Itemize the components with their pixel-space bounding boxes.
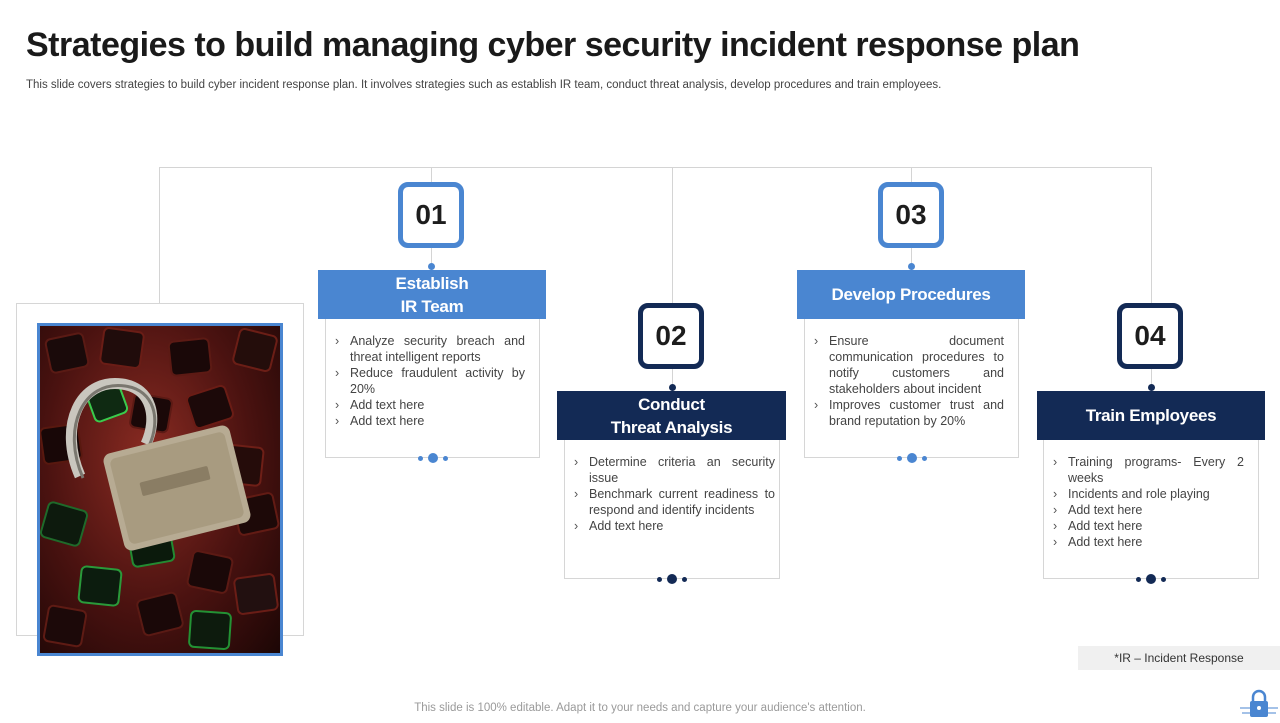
step-4-bullet: Add text here xyxy=(1048,518,1244,534)
step-4-dots xyxy=(1043,573,1259,585)
step-4-stem-dot xyxy=(1148,384,1155,391)
step-3-title-line1: Develop Procedures xyxy=(831,285,991,304)
step-1-stem xyxy=(431,248,432,270)
step-3-title: Develop Procedures xyxy=(797,270,1025,319)
step-2-title: Conduct Threat Analysis xyxy=(557,391,786,440)
step-1-title: Establish IR Team xyxy=(318,270,546,319)
step-3-card: Ensure document communication procedures… xyxy=(804,319,1019,458)
step-2-number: 02 xyxy=(638,303,704,369)
connector-top xyxy=(159,167,1152,168)
step-2-dots xyxy=(564,573,780,585)
step-4-bullets: Training programs- Every 2 weeks Inciden… xyxy=(1048,454,1244,550)
step-1-bullet: Add text here xyxy=(330,413,525,429)
connector-step-3 xyxy=(911,167,912,183)
padlock-keyboard-photo xyxy=(37,323,283,656)
step-2-stem xyxy=(672,369,673,391)
step-2-title-line2: Threat Analysis xyxy=(610,417,733,437)
step-1-number: 01 xyxy=(398,182,464,248)
footer-note: This slide is 100% editable. Adapt it to… xyxy=(414,702,866,714)
step-1-bullets: Analyze security breach and threat intel… xyxy=(330,333,525,429)
step-1-stem-dot xyxy=(428,263,435,270)
step-2-bullet: Benchmark current readiness to respond a… xyxy=(569,486,775,518)
step-4-bullet: Training programs- Every 2 weeks xyxy=(1048,454,1244,486)
step-3-stem-dot xyxy=(908,263,915,270)
step-1-bullet: Analyze security breach and threat intel… xyxy=(330,333,525,365)
step-3-dots xyxy=(804,452,1019,464)
step-1-card: Analyze security breach and threat intel… xyxy=(325,319,540,458)
page-subtitle: This slide covers strategies to build cy… xyxy=(26,79,942,91)
step-2-bullets: Determine criteria an security issue Ben… xyxy=(569,454,775,534)
step-2-bullet: Determine criteria an security issue xyxy=(569,454,775,486)
page-title: Strategies to build managing cyber secur… xyxy=(26,26,1080,64)
connector-right xyxy=(1151,167,1152,303)
footnote: *IR – Incident Response xyxy=(1078,646,1280,670)
step-2-card: Determine criteria an security issue Ben… xyxy=(564,440,780,579)
step-2-bullet: Add text here xyxy=(569,518,775,534)
step-4-bullet: Add text here xyxy=(1048,502,1244,518)
step-1-bullet: Reduce fraudulent activity by 20% xyxy=(330,365,525,397)
step-4-number: 04 xyxy=(1117,303,1183,369)
connector-left xyxy=(159,167,160,303)
step-1-dots xyxy=(325,452,540,464)
padlock-shape xyxy=(65,378,251,551)
lock-icon xyxy=(1240,688,1278,718)
keyboard-keys xyxy=(40,327,280,651)
step-3-bullet: Improves customer trust and brand reputa… xyxy=(809,397,1004,429)
step-4-title-line1: Train Employees xyxy=(1085,406,1217,425)
step-4-bullet: Incidents and role playing xyxy=(1048,486,1244,502)
step-4-title: Train Employees xyxy=(1037,391,1265,440)
step-1-bullet: Add text here xyxy=(330,397,525,413)
step-2-stem-dot xyxy=(669,384,676,391)
step-1-title-line2: IR Team xyxy=(400,296,464,316)
connector-step-1 xyxy=(431,167,432,183)
connector-step-2 xyxy=(672,167,673,304)
step-1-title-line1: Establish xyxy=(395,273,469,293)
step-3-number: 03 xyxy=(878,182,944,248)
step-4-card: Training programs- Every 2 weeks Inciden… xyxy=(1043,440,1259,579)
step-3-bullets: Ensure document communication procedures… xyxy=(809,333,1004,429)
step-4-stem xyxy=(1151,369,1152,391)
step-2-title-line1: Conduct xyxy=(638,394,705,414)
step-3-stem xyxy=(911,248,912,270)
step-3-bullet: Ensure document communication procedures… xyxy=(809,333,1004,397)
step-4-bullet: Add text here xyxy=(1048,534,1244,550)
